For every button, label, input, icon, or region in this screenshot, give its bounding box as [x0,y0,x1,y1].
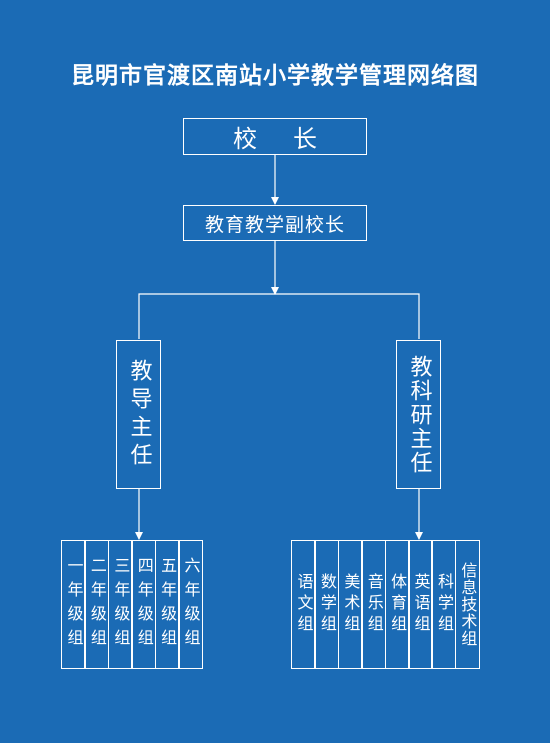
principal-box: 校长 [183,118,367,155]
grade-group-5: 五年级组 [154,540,180,669]
subject-group-art: 美术组 [337,540,363,669]
subject-group-pe: 体育组 [384,540,410,669]
subject-group-music: 音乐组 [361,540,387,669]
vice-principal-box: 教育教学副校长 [183,205,367,241]
subject-group-it: 信息技术组 [454,540,480,669]
grade-group-3: 三年级组 [107,540,133,669]
subject-group-math: 数学组 [314,540,340,669]
branch-line [138,293,420,339]
teaching-director-box: 教导主任 [116,340,161,489]
subject-group-chinese: 语文组 [291,540,316,669]
subject-group-science: 科学组 [431,540,457,669]
grade-group-2: 二年级组 [84,540,110,669]
grade-group-4: 四年级组 [131,540,157,669]
research-director-box: 教科研主任 [396,340,441,489]
subject-group-english: 英语组 [408,540,434,669]
grade-groups: 一年级组 二年级组 三年级组 四年级组 五年级组 六年级组 [61,540,204,669]
subject-groups: 语文组 数学组 美术组 音乐组 体育组 英语组 科学组 信息技术组 [291,540,480,669]
grade-group-1: 一年级组 [61,540,86,669]
diagram-title: 昆明市官渡区南站小学教学管理网络图 [71,63,479,89]
grade-group-6: 六年级组 [178,540,204,669]
